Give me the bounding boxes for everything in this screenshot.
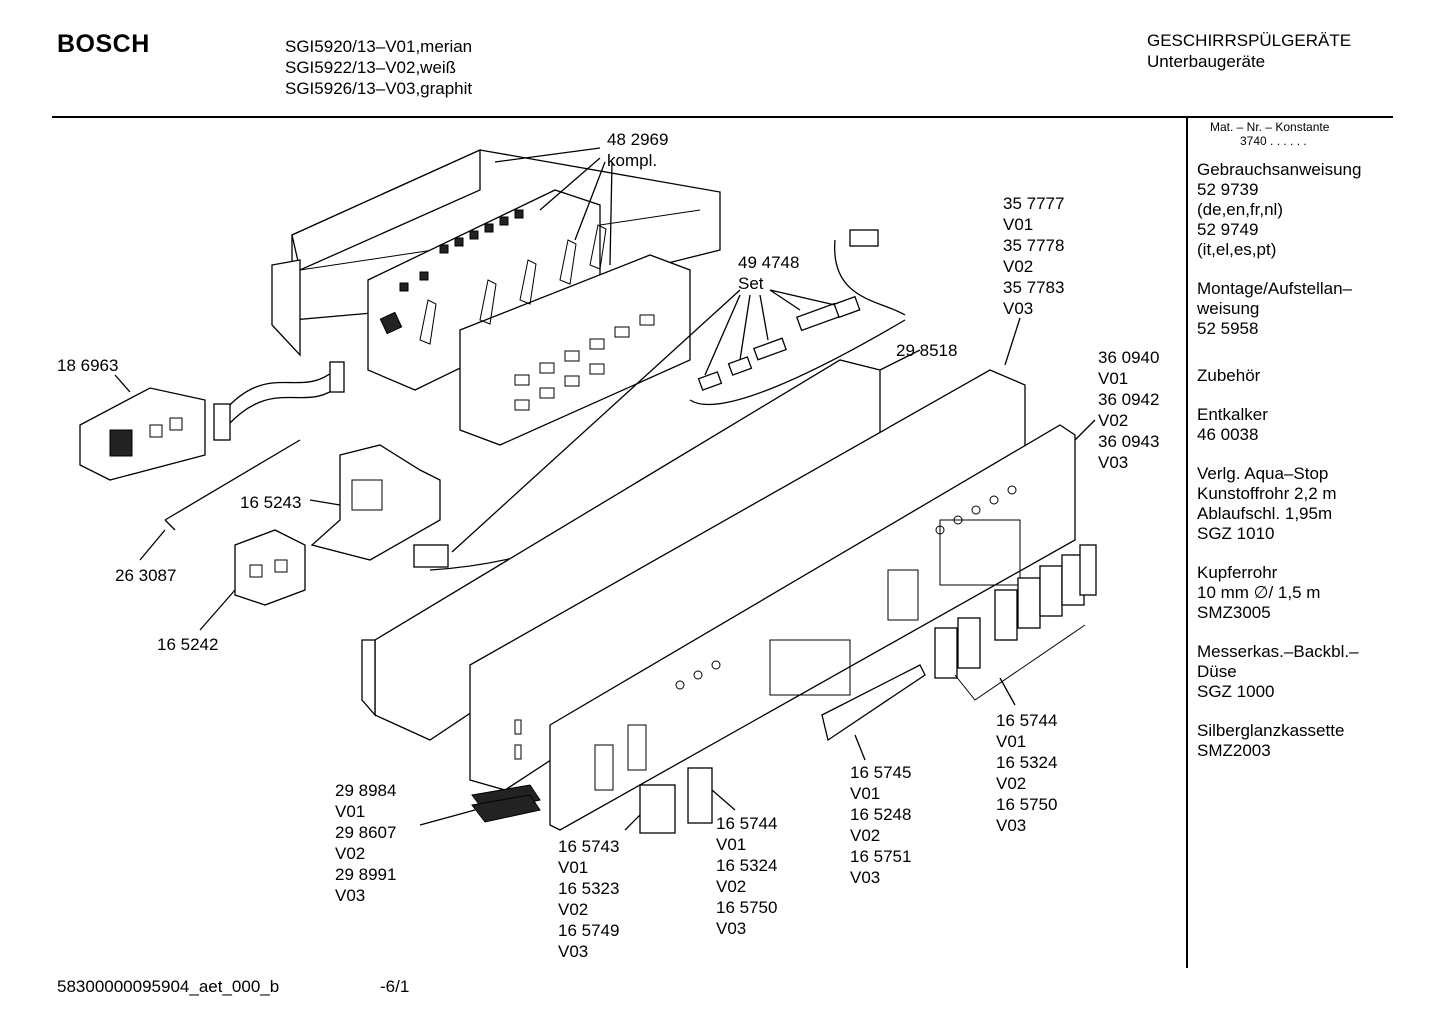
exploded-parts-drawing [79, 147, 1097, 834]
sidebar-divider [1186, 118, 1188, 968]
category-subtitle: Unterbaugeräte [1147, 52, 1266, 71]
sidebar-item-accessories: Zubehör [1197, 366, 1261, 385]
fascia-panel-part [549, 424, 1076, 831]
strip-part [164, 439, 301, 521]
leader-lines [114, 147, 1096, 831]
ribbon-cable-part [213, 361, 345, 441]
model-line: SGI5922/13–V02,weiß [285, 58, 457, 77]
program-key-part [934, 544, 1097, 679]
page-number: -6/1 [380, 977, 410, 996]
connector-part [234, 529, 306, 606]
material-number-block: Mat. – Nr. – Konstante 3740 . . . . . . [1210, 120, 1329, 148]
header-divider [52, 116, 1393, 118]
material-number-value: 3740 . . . . . . [1240, 134, 1307, 148]
foot-stack-part [471, 784, 541, 823]
switch-block-part [419, 224, 691, 446]
key-cap-part [639, 767, 713, 834]
callout-165243: 16 5243 [240, 493, 302, 512]
callout-263087: 26 3087 [115, 566, 177, 585]
display-module-part [79, 387, 206, 481]
callout-165242: 16 5242 [157, 635, 219, 654]
category-heading: GESCHIRRSPÜLGERÄTE Unterbaugeräte [1147, 30, 1351, 72]
material-number-label: Mat. – Nr. – Konstante [1210, 120, 1330, 134]
model-list: SGI5920/13–V01,merian SGI5922/13–V02,wei… [285, 36, 472, 99]
light-strip-part [821, 664, 926, 742]
callout-298518: 29 8518 [896, 341, 958, 360]
category-title: GESCHIRRSPÜLGERÄTE [1147, 31, 1352, 50]
sidebar-spacer [1197, 358, 1437, 366]
document-code: 58300000095904_aet_000_b [57, 977, 280, 996]
callout-186963: 18 6963 [57, 356, 119, 375]
model-line: SGI5920/13–V01,merian [285, 37, 473, 56]
model-line: SGI5926/13–V03,graphit [285, 79, 473, 98]
brand-logo: BOSCH [57, 30, 150, 58]
relay-part [310, 444, 441, 561]
wiring-harness-part [413, 229, 906, 571]
